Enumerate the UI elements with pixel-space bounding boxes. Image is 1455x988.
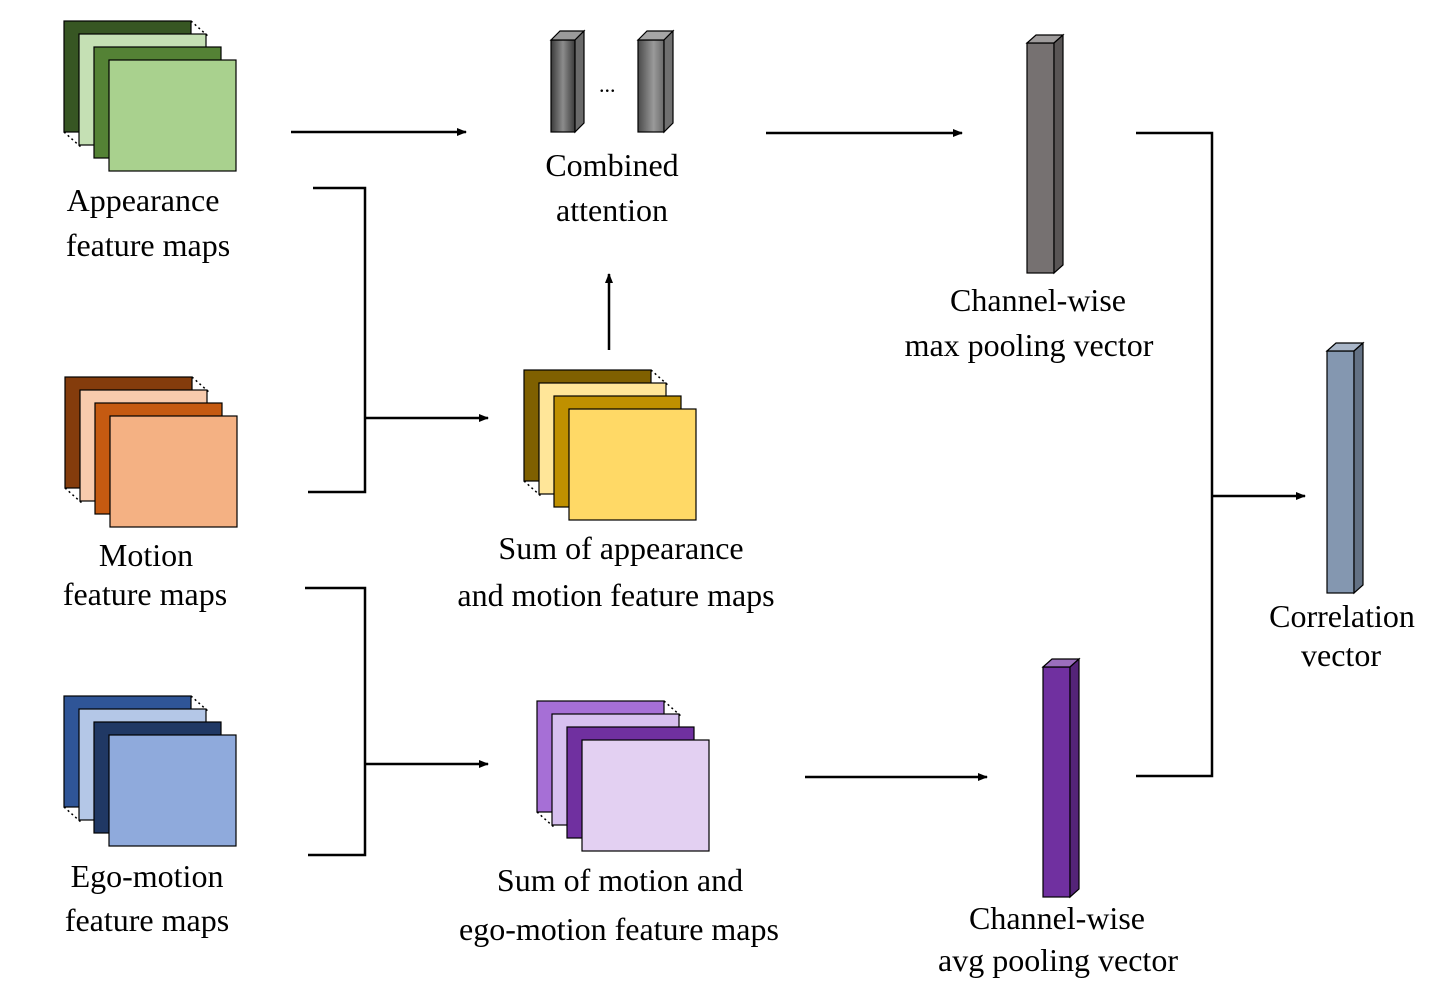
appearance-feature-maps-stack (63, 20, 237, 172)
bracket-pooling-vectors (1136, 131, 1214, 778)
continuation-dots-bottom (64, 487, 84, 505)
sum-appearance-motion-label-line2: and motion feature maps (457, 577, 774, 613)
max-pooling-label: Channel-wise max pooling vector (905, 282, 1154, 363)
ego-motion-label: Ego-motion feature maps (65, 858, 232, 938)
continuation-dots-top (190, 20, 210, 38)
ego-motion-label-line2: feature maps (65, 902, 229, 938)
motion-label-line1: Motion (99, 537, 193, 573)
appearance-label-line1: Appearance (67, 182, 220, 218)
continuation-dots-bottom (536, 811, 556, 829)
ego-motion-feature-maps-stack (63, 695, 237, 847)
correlation-label-line2: vector (1301, 637, 1381, 673)
feature-map-sheet-4 (581, 739, 710, 852)
sum-appearance-motion-stack (523, 369, 697, 521)
sum-motion-ego-motion-stack (536, 700, 710, 852)
continuation-dots-bottom (523, 480, 543, 498)
avg-pooling-label: Channel-wise avg pooling vector (938, 900, 1178, 978)
combined-attention-label-line1: Combined (545, 147, 678, 183)
sum-appearance-motion-label: Sum of appearance and motion feature map… (457, 530, 774, 613)
continuation-dots-top (191, 376, 211, 394)
motion-feature-maps-stack (64, 376, 238, 528)
feature-map-sheet-4 (108, 734, 237, 847)
avg-pooling-label-line1: Channel-wise (969, 900, 1145, 936)
correlation-label: Correlation vector (1269, 598, 1423, 673)
sum-motion-ego-motion-label-line1: Sum of motion and (497, 862, 743, 898)
attention-vector-first (549, 29, 586, 134)
max-pooling-label-line2: max pooling vector (905, 327, 1154, 363)
continuation-dots-top (663, 700, 683, 718)
bracket-appearance-motion (308, 186, 367, 494)
appearance-label-line2: feature maps (66, 227, 230, 263)
attention-vector-last (636, 29, 675, 134)
max-pooling-vector (1025, 33, 1065, 275)
continuation-dots-top (190, 695, 210, 713)
bracket-motion-ego (305, 586, 367, 857)
combined-attention-vectors: ... (549, 29, 675, 134)
appearance-label: Appearance feature maps (66, 182, 230, 263)
combined-attention-label: Combined attention (545, 147, 686, 228)
combined-attention-label-line2: attention (556, 192, 668, 228)
attention-ellipsis: ... (599, 72, 616, 97)
max-pooling-label-line1: Channel-wise (950, 282, 1126, 318)
continuation-dots-bottom (63, 806, 83, 824)
avg-pooling-vector (1041, 657, 1081, 899)
motion-label-line2: feature maps (63, 576, 227, 612)
connectors (291, 128, 1306, 857)
correlation-label-line1: Correlation (1269, 598, 1415, 634)
correlation-vector (1325, 341, 1365, 595)
sum-appearance-motion-label-line1: Sum of appearance (498, 530, 743, 566)
ego-motion-label-line1: Ego-motion (71, 858, 224, 894)
feature-map-sheet-4 (108, 59, 237, 172)
continuation-dots-bottom (63, 131, 83, 149)
sum-motion-ego-motion-label: Sum of motion and ego-motion feature map… (459, 862, 779, 947)
continuation-dots-top (650, 369, 670, 387)
feature-map-sheet-4 (568, 408, 697, 521)
feature-map-sheet-4 (109, 415, 238, 528)
motion-label: Motion feature maps (63, 537, 227, 612)
sum-motion-ego-motion-label-line2: ego-motion feature maps (459, 911, 779, 947)
avg-pooling-label-line2: avg pooling vector (938, 942, 1178, 978)
